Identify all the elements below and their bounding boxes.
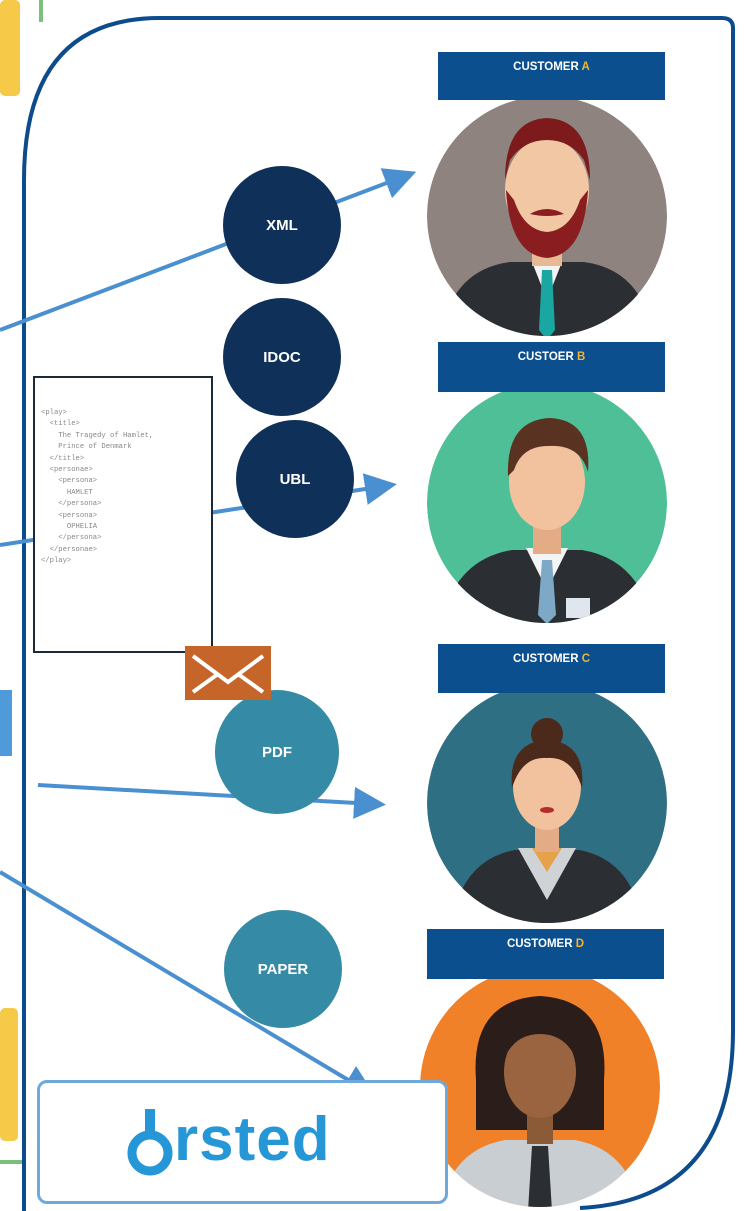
customer-label-letter: D: [575, 938, 585, 950]
man-avatar-icon: [427, 383, 667, 623]
main-frame: [22, 16, 735, 1211]
orsted-logo-box: rsted: [37, 1080, 448, 1204]
customer-label-a: CUSTOMER A: [438, 52, 665, 100]
orsted-logo-text: rsted: [174, 1105, 331, 1174]
format-circle-xml: XML: [223, 166, 341, 284]
woman-avatar-icon: [420, 967, 660, 1207]
format-circle-paper: PAPER: [224, 910, 342, 1028]
customer-label-letter: B: [576, 351, 586, 363]
envelope-icon: [185, 646, 271, 700]
woman-bun-avatar-icon: [427, 683, 667, 923]
customer-label-prefix: CUSTOMER: [506, 938, 576, 950]
format-circle-ubl: UBL: [236, 420, 354, 538]
customer-label-prefix: CUSTOMER: [512, 653, 582, 665]
format-label: PDF: [262, 743, 292, 761]
format-label: XML: [266, 216, 298, 234]
customer-label-prefix: CUSTOMER: [513, 61, 582, 73]
man-beard-avatar-icon: [427, 96, 667, 336]
customer-label-c: CUSTOMER C: [438, 644, 665, 693]
xml-document-card: <play> <title> The Tragedy of Hamlet, Pr…: [33, 376, 213, 653]
customer-label-b: CUSTOER B: [438, 342, 665, 392]
format-label: PAPER: [257, 960, 309, 978]
format-label: UBL: [279, 470, 311, 488]
format-circle-pdf: PDF: [215, 690, 339, 814]
orsted-logo-icon: [127, 1109, 173, 1176]
customer-label-letter: C: [581, 653, 591, 665]
format-circle-idoc: IDOC: [223, 298, 341, 416]
customer-label-prefix: CUSTOER: [517, 351, 577, 363]
left-accent-elements: [0, 0, 43, 1164]
xml-document-text: <play> <title> The Tragedy of Hamlet, Pr…: [41, 409, 154, 566]
customer-label-letter: A: [581, 61, 590, 73]
customer-label-d: CUSTOMER D: [427, 929, 664, 979]
format-label: IDOC: [263, 348, 301, 366]
